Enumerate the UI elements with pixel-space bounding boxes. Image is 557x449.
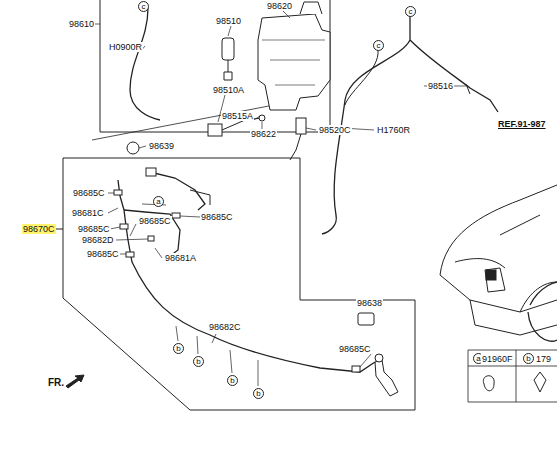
hose — [130, 8, 160, 120]
part-number: 98510 — [215, 16, 242, 26]
reservoir-detail — [262, 40, 325, 85]
leader-line — [108, 193, 372, 367]
connector-mark — [466, 84, 470, 94]
part-number: 98622 — [250, 129, 277, 139]
group-outline — [100, 0, 330, 132]
leader-line — [139, 146, 146, 148]
part-number: 98515A — [221, 111, 254, 121]
part-number: 98639 — [148, 141, 175, 151]
part-number: 98685C — [138, 216, 172, 226]
part-number: 98685C — [77, 224, 111, 234]
hose-clip — [126, 252, 134, 257]
callout-letter: b — [253, 388, 264, 399]
direction-label: FR. — [47, 378, 65, 388]
hose-clip — [114, 190, 122, 195]
callout-letter: c — [373, 40, 384, 51]
hose — [124, 210, 180, 256]
part-number: 98685C — [200, 212, 234, 222]
parts-table — [468, 350, 557, 402]
callout-letter: a — [153, 196, 164, 207]
part-number: 98516 — [427, 81, 454, 91]
vehicle-highlight — [486, 270, 496, 280]
part-number: 179 — [535, 354, 552, 364]
hose — [150, 172, 205, 210]
callout-letter: b — [523, 353, 534, 364]
part-number: 98681C — [71, 208, 105, 218]
leader-line — [56, 229, 63, 230]
hose — [410, 40, 498, 112]
hose-clip — [120, 224, 128, 229]
clip-symbol — [483, 372, 546, 392]
part-number: 98685C — [72, 188, 106, 198]
hose-clip — [352, 366, 360, 372]
part-number: 91960F — [481, 354, 514, 364]
washer-pump — [224, 60, 232, 80]
part-number: 98685C — [86, 249, 120, 259]
leader-line — [94, 11, 466, 134]
part-number: 98510A — [212, 85, 245, 95]
washer-pump — [222, 38, 234, 60]
part-number: 98520C — [318, 125, 352, 135]
hose — [118, 180, 375, 372]
vehicle-wheel — [528, 282, 557, 341]
wire — [290, 134, 301, 160]
callout-letter: c — [138, 1, 149, 12]
callout-letter: b — [193, 356, 204, 367]
leader-line — [142, 204, 258, 386]
check-valve — [146, 168, 156, 176]
vehicle-outline — [440, 185, 557, 335]
group-outline — [63, 158, 415, 410]
nozzle-cap — [127, 142, 139, 154]
part-number: 98670C — [22, 224, 56, 234]
washer-reservoir — [258, 14, 330, 110]
washer-nozzle — [375, 360, 398, 396]
callout-letter: b — [173, 343, 184, 354]
part-number: H1760R — [376, 125, 411, 135]
reference-label: REF.91-987 — [497, 119, 547, 129]
callout-letter: c — [405, 6, 416, 17]
level-sensor — [296, 118, 306, 134]
part-number: 98620 — [266, 1, 293, 11]
callout-letter: b — [227, 375, 238, 386]
bracket — [190, 190, 210, 205]
nozzle-cap — [358, 313, 374, 325]
washer-nozzle — [375, 354, 383, 362]
part-number: 98610 — [68, 19, 95, 29]
part-number: 98682D — [81, 235, 115, 245]
pump-connector — [208, 124, 222, 136]
part-number: 98681A — [164, 253, 197, 263]
part-number: 98685C — [338, 344, 372, 354]
hose — [345, 50, 378, 105]
part-number: 98638 — [356, 298, 383, 308]
hose-clip — [172, 213, 180, 218]
filler-neck — [300, 2, 322, 14]
front-arrow — [66, 375, 84, 388]
part-number: 98682C — [208, 322, 242, 332]
part-number: H0900R — [108, 42, 143, 52]
hose-clip — [148, 236, 154, 241]
